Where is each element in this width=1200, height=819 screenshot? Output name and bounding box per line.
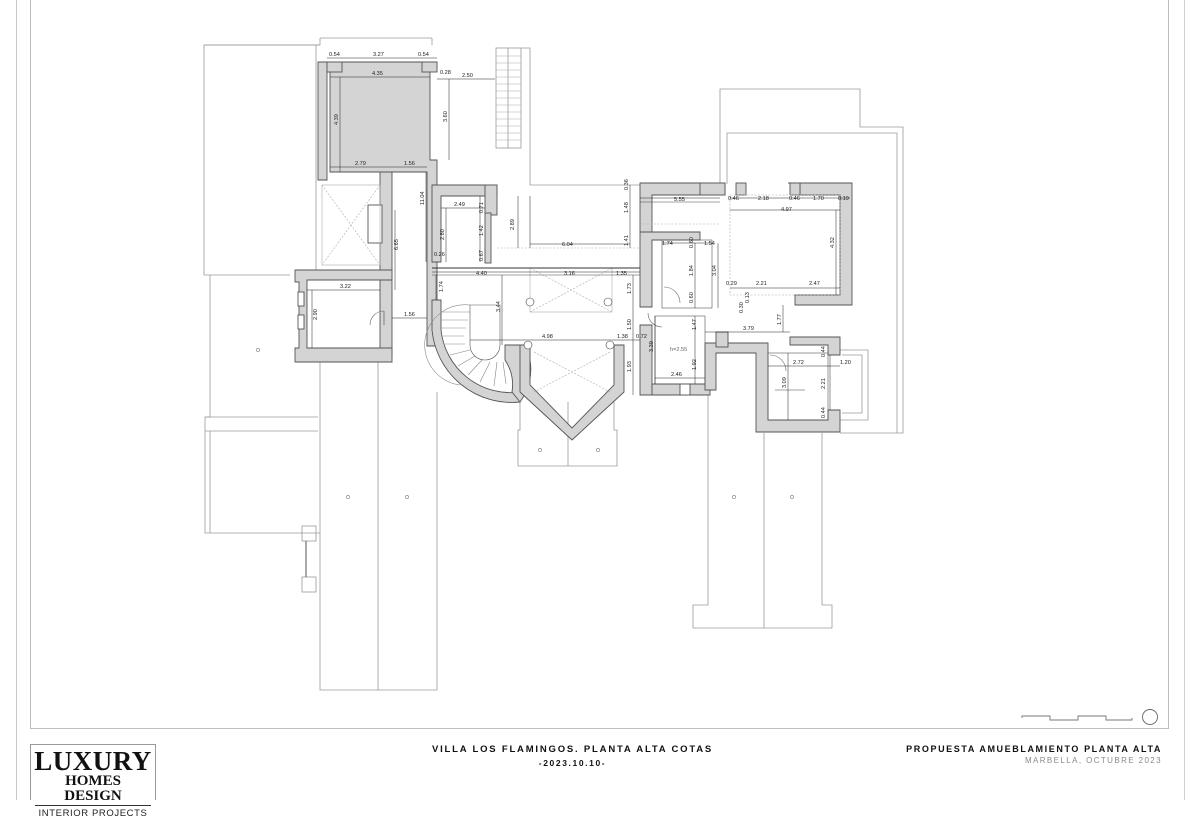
dim-label: 3.60 [443, 111, 449, 122]
project-title: VILLA LOS FLAMINGOS. PLANTA ALTA COTAS [431, 744, 714, 755]
north-symbol-icon [1142, 709, 1158, 725]
sheet-margin-line [16, 0, 17, 800]
dim-label: 1.84 [689, 265, 695, 276]
dim-label: 4.98 [542, 334, 553, 340]
dim-label: 3.16 [564, 271, 575, 277]
dim-label: 3.09 [782, 377, 788, 388]
drawing-frame [30, 0, 1169, 729]
site-outlines [203, 37, 904, 691]
dim-label: 1.93 [627, 361, 633, 372]
dimension-labels: 0.54 3.27 0.54 4.35 0.28 2.50 4.39 3.60 … [313, 52, 851, 418]
dim-label: 2.21 [756, 281, 767, 287]
sheet-margin-line-right [1184, 0, 1185, 800]
dim-label: 1.48 [624, 202, 630, 213]
dim-label: 3.44 [496, 301, 502, 312]
dim-label: 1.35 [616, 271, 627, 277]
dim-label: 0.46 [728, 196, 739, 202]
dim-label: 0.36 [624, 179, 630, 190]
dim-label: 0.44 [821, 407, 827, 418]
dim-label: 1.56 [404, 312, 415, 318]
dim-label: 0.29 [726, 281, 737, 287]
dim-label: 1.70 [813, 196, 824, 202]
dim-label: 5.55 [674, 197, 685, 203]
dim-label: 1.56 [404, 161, 415, 167]
interior-lines [321, 184, 841, 421]
dim-label: 3.79 [743, 326, 754, 332]
drain-markers [256, 348, 794, 499]
dim-label: 1.50 [627, 319, 633, 330]
dim-label: 4.97 [781, 207, 792, 213]
dim-label: 0.72 [636, 334, 647, 340]
company-logo: LUXURY HOMES DESIGN INTERIOR PROJECTS [30, 744, 156, 819]
dim-label: 1.20 [840, 360, 851, 366]
dim-label: 1.73 [627, 283, 633, 294]
dim-label: 2.90 [313, 309, 319, 320]
dim-label: 1.92 [692, 359, 698, 370]
dim-label: 0.13 [745, 292, 751, 303]
logo-line-3: INTERIOR PROJECTS [38, 808, 148, 819]
walls [294, 61, 853, 441]
sheet-title-block: PROPUESTA AMUEBLAMIENTO PLANTA ALTA MARB… [906, 744, 1162, 765]
logo-line-2: HOMES DESIGN [35, 774, 151, 806]
scale-bar [1021, 715, 1133, 721]
dim-label: 0.30 [739, 302, 745, 313]
dim-label: 0.54 [418, 52, 429, 58]
dim-label: 11.04 [420, 191, 426, 205]
dim-label: 0.54 [329, 52, 340, 58]
ceiling-height-note: h=2.55 [670, 347, 687, 353]
dim-label: 2.72 [793, 360, 804, 366]
floor-plan: 0.54 3.27 0.54 4.35 0.28 2.50 4.39 3.60 … [203, 37, 1158, 725]
project-title-block: VILLA LOS FLAMINGOS. PLANTA ALTA COTAS -… [400, 744, 745, 768]
dim-label: 0.71 [479, 202, 485, 213]
dim-label: 6.04 [562, 242, 573, 248]
dim-label: 4.39 [334, 114, 340, 125]
logo-line-1: LUXURY [34, 746, 152, 776]
dim-label: 0.60 [689, 292, 695, 303]
dim-label: 2.46 [671, 372, 682, 378]
dim-label: 0.26 [434, 252, 445, 258]
dim-label: 4.32 [830, 237, 836, 248]
dim-label: 3.04 [712, 265, 718, 276]
dim-label: 2.79 [355, 161, 366, 167]
dim-label: 1.54 [704, 241, 715, 247]
dim-label: 2.89 [510, 219, 516, 230]
dim-label: 2.80 [440, 229, 446, 240]
dim-label: 1.42 [479, 225, 485, 236]
dim-label: 6.65 [394, 239, 400, 250]
dim-label: 4.35 [372, 71, 383, 77]
dim-label: 2.18 [758, 196, 769, 202]
dim-label: 2.21 [821, 378, 827, 389]
dim-label: 1.41 [624, 235, 630, 246]
location-date: MARBELLA, OCTUBRE 2023 [1024, 756, 1162, 765]
dim-label: 0.67 [479, 250, 485, 261]
dimension-lines [307, 57, 850, 420]
drawing-date: -2023.10.10- [538, 758, 607, 768]
dim-label: 1.47 [692, 319, 698, 330]
dim-label: 0.46 [789, 196, 800, 202]
dim-label: 1.74 [439, 281, 445, 292]
dim-label: 0.44 [821, 346, 827, 357]
dim-label: 3.39 [649, 341, 655, 352]
dim-label: 0.28 [440, 70, 451, 76]
dim-label: 3.22 [340, 284, 351, 290]
sheet-title: PROPUESTA AMUEBLAMIENTO PLANTA ALTA [906, 744, 1162, 754]
dim-label: 1.74 [662, 241, 673, 247]
dim-label: 0.60 [689, 237, 695, 248]
dim-label: 1.38 [617, 334, 628, 340]
dim-label: 3.27 [373, 52, 384, 58]
dim-label: 0.19 [838, 196, 849, 202]
dim-label: 1.77 [777, 314, 783, 325]
dim-label: 2.47 [809, 281, 820, 287]
dim-label: 4.40 [476, 271, 487, 277]
dim-label: 2.49 [454, 202, 465, 208]
dim-label: 2.50 [462, 73, 473, 79]
